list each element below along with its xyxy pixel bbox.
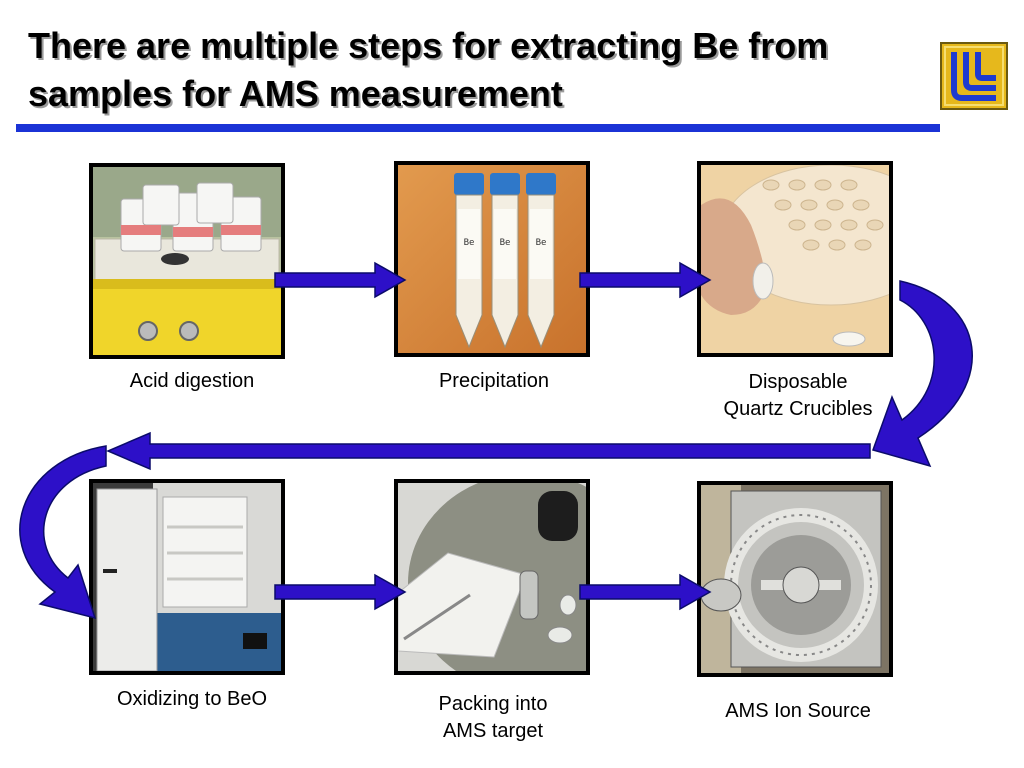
caption-quartz-crucibles: Disposable Quartz Crucibles xyxy=(688,369,908,423)
caption-line: Packing into xyxy=(438,693,548,715)
title-line-2: samples for AMS measurement xyxy=(28,73,563,114)
tube-label-3: Be xyxy=(536,238,547,248)
arrow-right-4 xyxy=(579,573,712,611)
caption-line: AMS target xyxy=(442,720,544,742)
arrow-right-1 xyxy=(274,261,407,299)
arrow-curve-left xyxy=(19,445,107,620)
caption-line: Oxidizing to BeO xyxy=(116,688,268,710)
arrow-right-2 xyxy=(579,261,712,299)
llnl-logo-icon xyxy=(940,42,1008,110)
slide-title: There are multiple steps for extracting … xyxy=(28,22,928,118)
photo-oxidizing-furnace xyxy=(89,479,285,675)
caption-acid-digestion: Acid digestion xyxy=(82,368,302,395)
arrow-long-left xyxy=(106,431,871,471)
arrow-right-3 xyxy=(274,573,407,611)
caption-packing: Packing into AMS target xyxy=(383,691,603,745)
caption-line: Acid digestion xyxy=(129,370,255,392)
tube-label-1: Be xyxy=(464,238,475,248)
photo-quartz-crucibles xyxy=(697,161,893,357)
caption-precipitation: Precipitation xyxy=(384,368,604,395)
photo-ion-source xyxy=(697,481,893,677)
caption-line: Quartz Crucibles xyxy=(723,398,873,420)
caption-line: AMS Ion Source xyxy=(725,700,871,722)
title-line-1: There are multiple steps for extracting … xyxy=(28,25,829,66)
tube-label-2: Be xyxy=(500,238,511,248)
caption-ion-source: AMS Ion Source xyxy=(688,698,908,725)
title-rule xyxy=(16,124,940,132)
photo-precipitation: Be Be Be xyxy=(394,161,590,357)
caption-line: Disposable xyxy=(748,371,848,393)
caption-line: Precipitation xyxy=(438,370,550,392)
caption-oxidizing: Oxidizing to BeO xyxy=(82,686,302,713)
arrow-curve-right xyxy=(872,280,973,468)
photo-packing-target xyxy=(394,479,590,675)
photo-acid-digestion xyxy=(89,163,285,359)
